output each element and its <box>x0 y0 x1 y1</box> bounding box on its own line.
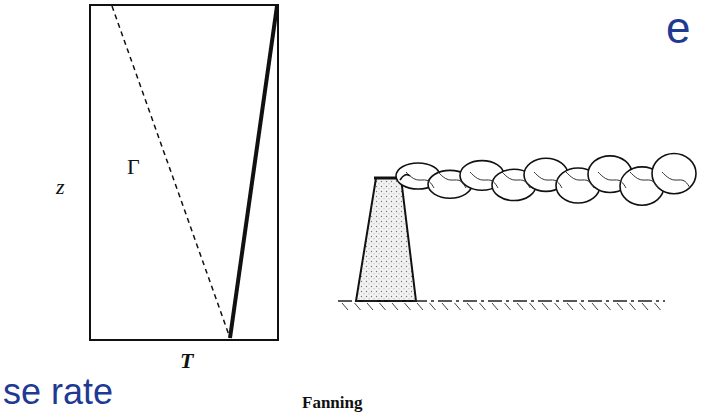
plume-root <box>400 175 410 180</box>
chimney-stack <box>356 178 416 301</box>
plume-swirl <box>598 172 626 188</box>
axis-label: z <box>56 176 65 198</box>
ground-hatch-stroke <box>505 303 511 310</box>
ground-hatch-stroke <box>417 303 423 310</box>
smoke-plume <box>396 153 696 205</box>
ground-hatch-stroke <box>355 303 361 310</box>
plume-swirl <box>630 172 658 188</box>
plume-swirl <box>662 172 690 188</box>
ground-hatch-stroke <box>592 303 598 310</box>
ground-hatch-stroke <box>655 303 661 310</box>
ground-hatch-stroke <box>492 303 498 310</box>
ground-hatch-stroke <box>567 303 573 310</box>
plume-swirl <box>566 172 594 188</box>
ground-hatch-stroke <box>642 303 648 310</box>
ground-hatch-stroke <box>405 303 411 310</box>
plume-billow <box>652 153 696 193</box>
ground-hatch-stroke <box>580 303 586 310</box>
ground-hatch-stroke <box>342 303 348 310</box>
ground-hatch-stroke <box>605 303 611 310</box>
adiabatic-lapse-line <box>112 6 230 338</box>
graph-frame <box>90 5 278 340</box>
ground-hatch-stroke <box>455 303 461 310</box>
ground-hatch-stroke <box>392 303 398 310</box>
ground-hatch-stroke <box>530 303 536 310</box>
lapse-rate-symbol: Γ <box>125 156 142 178</box>
ground-hatch-stroke <box>467 303 473 310</box>
plume-swirl <box>534 172 562 188</box>
ground-hatch-stroke <box>630 303 636 310</box>
plume-swirl <box>438 172 466 188</box>
figure-caption: Fanning <box>302 394 362 411</box>
ground-hatch-stroke <box>542 303 548 310</box>
ground-hatch-stroke <box>442 303 448 310</box>
axis-label: T <box>180 350 193 372</box>
ground-hatch-stroke <box>380 303 386 310</box>
ground-hatch <box>342 303 661 310</box>
plume-swirl <box>406 172 434 188</box>
ground-hatch-stroke <box>367 303 373 310</box>
slide-text-fragment: e <box>666 6 690 50</box>
ground-hatch-stroke <box>517 303 523 310</box>
slide-text-fragment: se rate <box>3 374 113 410</box>
ground-hatch-stroke <box>480 303 486 310</box>
ground-line <box>338 300 665 302</box>
plume-swirl <box>470 172 498 188</box>
plume-swirl <box>502 172 530 188</box>
ground-hatch-stroke <box>617 303 623 310</box>
temperature-profile <box>230 6 277 338</box>
ground-hatch-stroke <box>430 303 436 310</box>
ground-hatch-stroke <box>555 303 561 310</box>
